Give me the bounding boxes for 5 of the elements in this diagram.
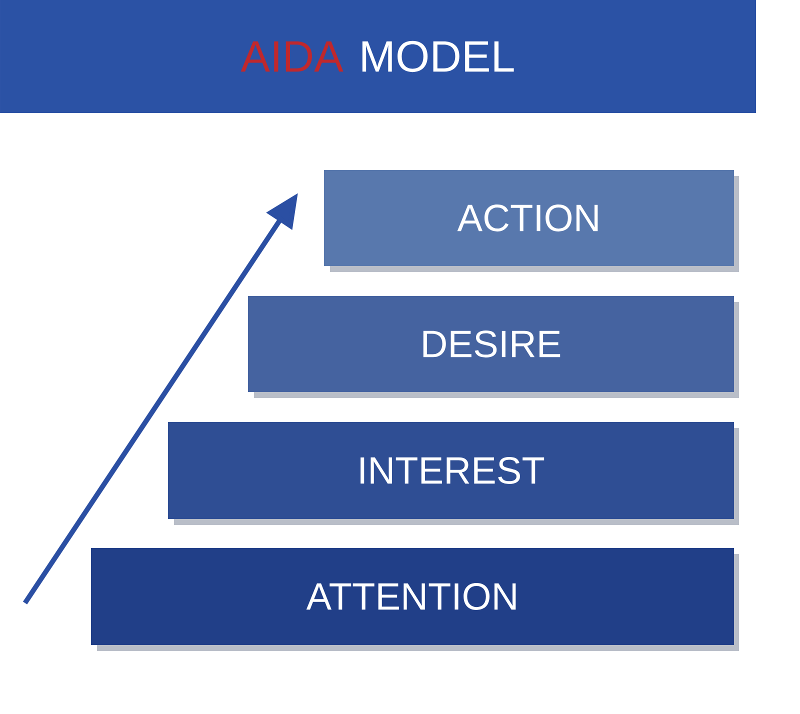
step-box: ACTION	[324, 170, 734, 266]
title-banner: AIDA MODEL	[0, 0, 756, 113]
step-box: DESIRE	[248, 296, 734, 392]
step-box: ATTENTION	[91, 548, 734, 645]
step-box: INTEREST	[168, 422, 734, 519]
